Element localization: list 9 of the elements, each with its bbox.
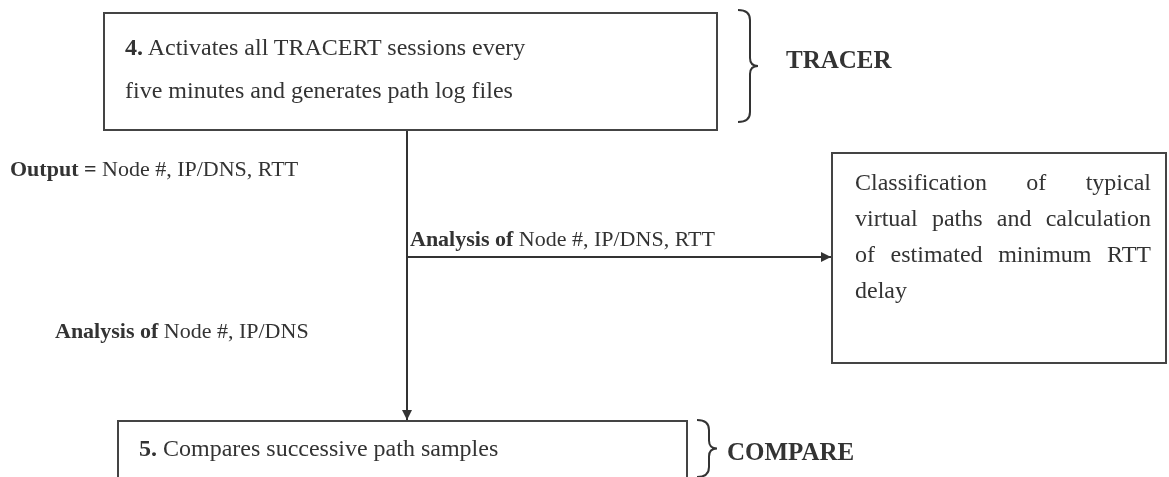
box-text: Classification of typical virtual paths and calculation of estimated minimum RTT delay — [855, 168, 1151, 305]
arrow — [402, 130, 412, 421]
stage-label: COMPARE — [727, 438, 855, 466]
process-box — [103, 12, 718, 131]
process-box — [831, 152, 1167, 364]
box-text: 5. Compares successive path samples — [139, 434, 500, 463]
stage-label: TRACER — [786, 46, 892, 74]
box-text: 4. Activates all TRACERT sessions every five minutes and generates path log files — [125, 33, 527, 106]
process-box — [117, 420, 688, 477]
